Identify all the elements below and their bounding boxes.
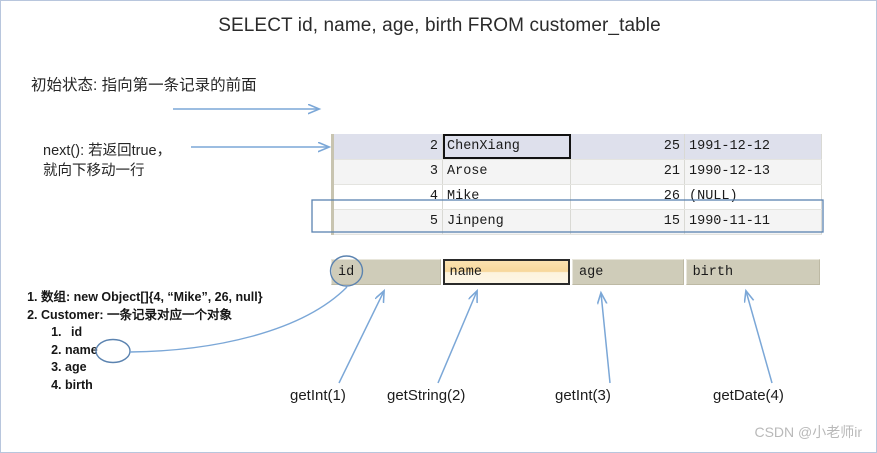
annotation-next-line-2: 就向下移动一行	[43, 163, 145, 179]
list-item-label: id	[71, 325, 83, 339]
annotation-next-line-1: next(): 若返回true，	[43, 143, 172, 159]
getter-label-getstring2: getString(2)	[387, 387, 466, 404]
column-header-birth: birth	[685, 259, 820, 285]
arrow-getint1	[338, 291, 384, 384]
result-set-table: 2 ChenXiang 25 1991-12-12 3 Arose 21 199…	[331, 134, 822, 235]
annotation-initial-state: 初始状态: 指向第一条记录的前面	[31, 77, 257, 94]
cell-id: 2	[332, 134, 443, 160]
annotation-next-method: next(): 若返回true， 就向下移动一行	[43, 141, 171, 181]
cell-birth: (NULL)	[684, 184, 822, 210]
cell-age: 15	[570, 209, 685, 235]
arrow-getint3	[601, 293, 611, 384]
cell-name: Jinpeng	[442, 209, 571, 235]
table-row: 2 ChenXiang 25 1991-12-12	[332, 134, 822, 160]
watermark: CSDN @小老师ir	[754, 424, 862, 440]
table-row: 4 Mike 26 (NULL)	[332, 184, 822, 210]
table-row: 5 Jinpeng 15 1990-11-11	[332, 209, 822, 235]
column-header-name: name	[442, 259, 571, 285]
cell-age: 26	[570, 184, 685, 210]
cell-name: Mike	[442, 184, 571, 210]
column-header-age: age	[572, 259, 684, 285]
list-item-field-name: name	[65, 342, 263, 359]
list-item-field-birth: birth	[65, 377, 263, 394]
cell-id: 5	[332, 209, 443, 235]
arrow-getstring2	[437, 291, 477, 384]
table-row: 3 Arose 21 1990-12-13	[332, 159, 822, 185]
getter-label-getdate4: getDate(4)	[713, 387, 784, 404]
list-item-field-age: age	[65, 359, 263, 376]
cell-birth: 1990-11-11	[684, 209, 822, 235]
cell-birth: 1990-12-13	[684, 159, 822, 185]
notes-list: 数组: new Object[]{4, “Mike”, 26, null} Cu…	[15, 289, 263, 394]
column-header-id: id	[331, 259, 441, 285]
getter-label-getint1: getInt(1)	[290, 387, 346, 404]
cell-name: ChenXiang	[442, 134, 571, 160]
page-title: SELECT id, name, age, birth FROM custome…	[218, 15, 661, 36]
arrow-getdate4	[746, 291, 773, 384]
cell-id: 3	[332, 159, 443, 185]
cell-age: 25	[570, 134, 685, 160]
cell-age: 21	[570, 159, 685, 185]
cell-id: 4	[332, 184, 443, 210]
cell-birth: 1991-12-12	[684, 134, 822, 160]
list-item-field-id: id	[65, 324, 263, 341]
list-item: 数组: new Object[]{4, “Mike”, 26, null}	[41, 289, 263, 306]
result-set-header-row: id name age birth	[331, 259, 820, 285]
list-item: Customer: 一条记录对应一个对象 id name age birth	[41, 307, 263, 394]
cell-name: Arose	[442, 159, 571, 185]
list-item-label: Customer: 一条记录对应一个对象	[41, 307, 232, 322]
getter-label-getint3: getInt(3)	[555, 387, 611, 404]
